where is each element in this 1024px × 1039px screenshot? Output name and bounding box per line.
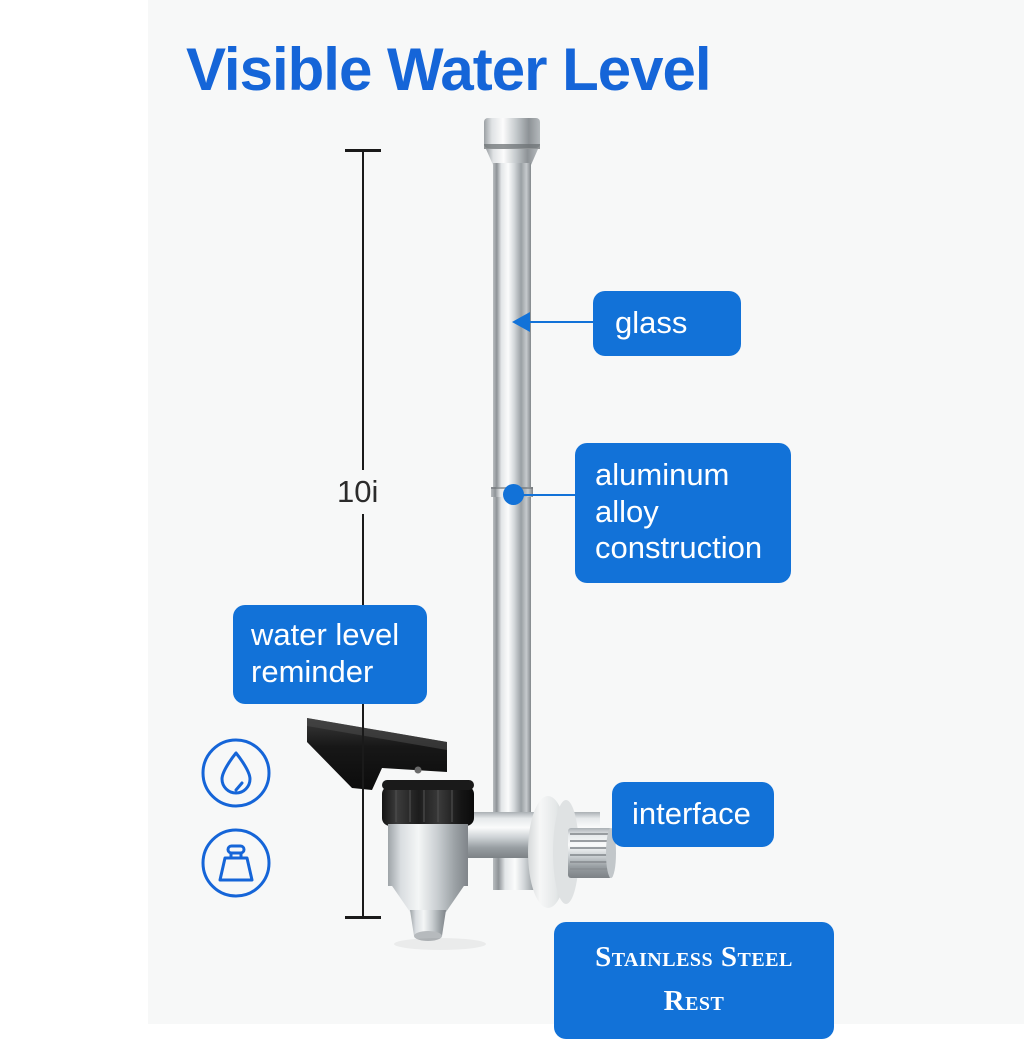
callout-glass-label: glass [615, 305, 688, 340]
water-drop-icon [201, 738, 271, 808]
dimension-cap-bottom [345, 916, 381, 919]
dimension-line [362, 150, 364, 918]
callout-rest-line1: Stainless Steel [595, 941, 793, 973]
callout-rest-line2: Rest [663, 984, 725, 1017]
callout-interface-label: interface [632, 796, 751, 831]
callout-interface[interactable]: interface [612, 782, 774, 847]
glass-leader-line [527, 321, 595, 323]
page-title: Visible Water Level [186, 36, 712, 103]
callout-reminder-line1: water level [251, 617, 400, 652]
callout-water-level-reminder[interactable]: water level reminder [233, 605, 427, 705]
callout-aluminum-alloy-construction[interactable]: aluminum alloy construction [575, 443, 791, 583]
callout-alloy-line2: alloy [595, 493, 659, 529]
callout-stainless-steel-rest[interactable]: Stainless Steel Rest [554, 922, 834, 1039]
alloy-dot-icon [503, 484, 524, 505]
dimension-cap-top [345, 149, 381, 152]
glass-arrow-icon [512, 312, 530, 332]
alloy-leader-line [520, 494, 577, 496]
callout-glass[interactable]: glass [593, 291, 741, 356]
callout-alloy-line3: construction [595, 530, 763, 566]
callout-reminder-line2: reminder [251, 653, 374, 689]
callout-alloy-line1: aluminum [595, 457, 730, 492]
weight-icon [201, 828, 271, 898]
dimension-label: 10i [332, 470, 384, 514]
